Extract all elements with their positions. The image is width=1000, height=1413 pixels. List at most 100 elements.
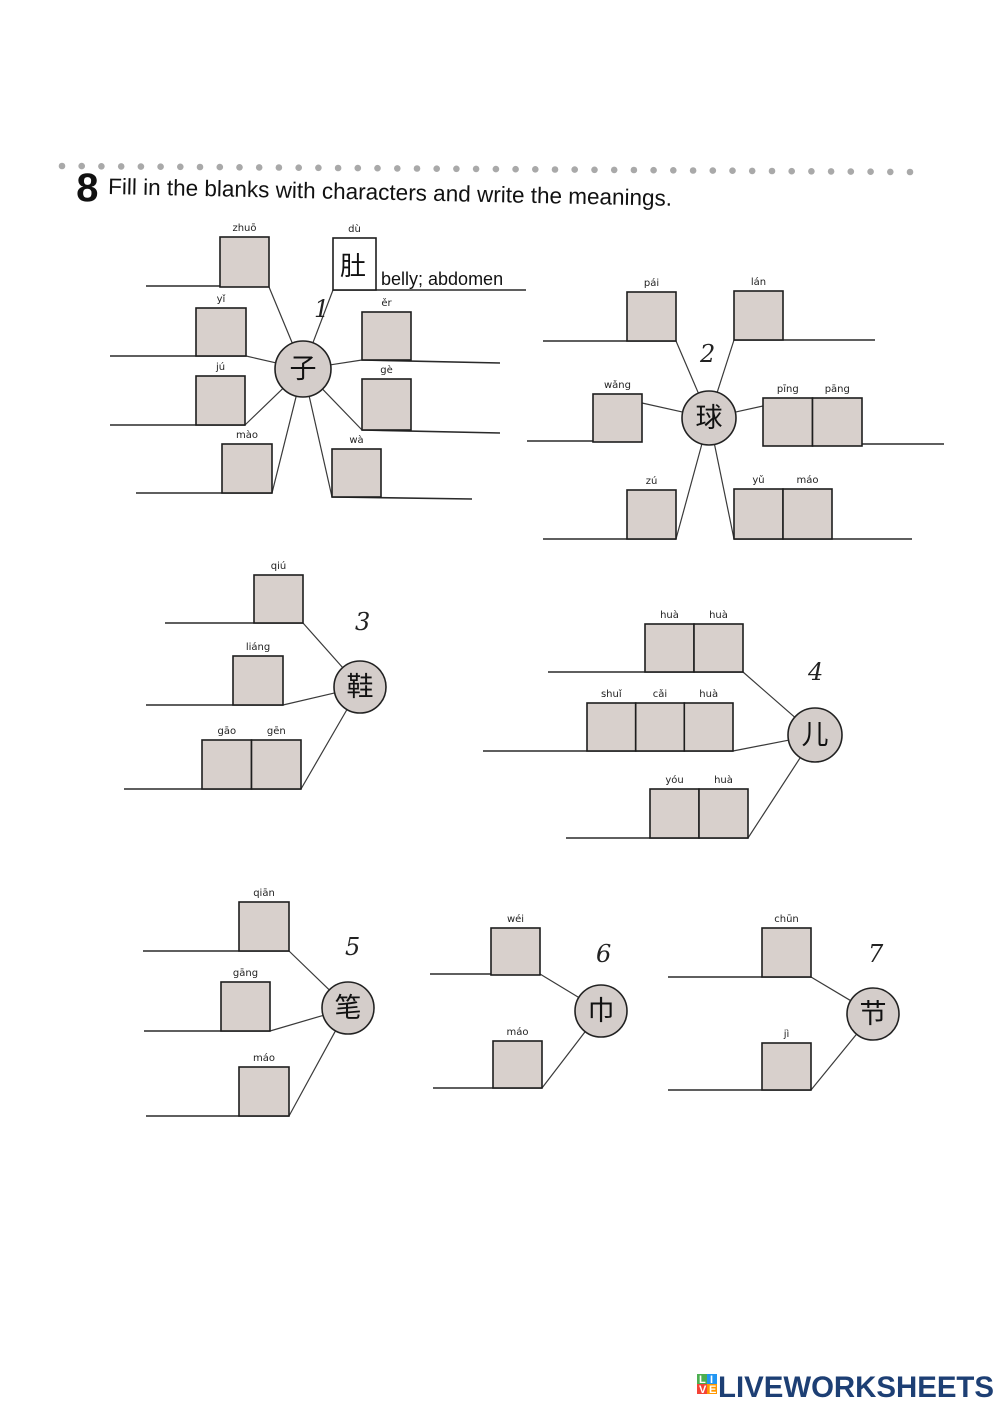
hub-character: 鞋 [347,672,374,703]
answer-slot[interactable]: ěr [361,297,412,361]
answer-slot[interactable]: gè [361,364,412,431]
hub-character: 儿 [802,720,829,751]
given-meaning: belly; abdomen [381,269,503,289]
answer-slot[interactable]: gāng [220,968,271,1032]
header-dot [275,164,283,171]
connector-line [675,340,699,394]
answer-slot[interactable]: wéi [490,913,541,976]
answer-slot[interactable]: qiú [253,560,304,624]
character-box[interactable] [762,397,814,447]
character-box[interactable] [195,307,247,357]
connector-line [245,355,276,364]
character-box[interactable] [586,702,637,752]
character-box[interactable] [238,1066,290,1117]
character-box[interactable] [693,623,744,673]
character-box[interactable] [626,489,677,540]
pinyin-label: yóu [665,774,683,786]
answer-slot[interactable]: lán [733,276,784,341]
hub-character: 子 [290,354,317,385]
exercise-number: 8 [76,166,99,210]
character-box[interactable] [250,739,302,790]
answer-slot[interactable]: jì [761,1028,812,1091]
pinyin-label: qiān [253,888,275,899]
header-dot [551,166,559,173]
connector-line [244,387,284,426]
character-box[interactable] [253,574,304,624]
header-dot [295,164,303,171]
character-box[interactable] [361,311,412,361]
character-box[interactable] [733,290,784,341]
answer-slot[interactable]: yǐ [195,293,247,357]
header-dot [768,167,776,175]
pinyin-label: lán [751,276,766,288]
answer-slot[interactable]: chūn [761,914,812,978]
character-box[interactable] [219,236,270,288]
answer-slot[interactable]: máo [492,1026,543,1089]
header-dot [177,163,184,171]
character-box[interactable] [221,443,273,494]
header-dot [157,163,164,170]
answer-slot[interactable]: liáng [232,641,284,706]
answer-slot[interactable]: wà [331,434,382,498]
character-box[interactable] [644,623,695,673]
cluster-number: 6 [596,940,611,968]
character-box[interactable] [649,788,700,839]
character-box[interactable] [195,375,246,426]
character-box[interactable] [683,702,734,752]
character-box[interactable] [232,655,284,706]
header-dot [906,168,914,176]
character-box[interactable] [811,397,863,447]
character-box[interactable] [761,927,812,978]
character-box[interactable] [492,1040,543,1089]
hub-node: 鞋3 [333,608,387,714]
header-dot [98,163,105,170]
cluster-number: 1 [314,295,329,323]
character-box[interactable] [634,702,686,752]
header-dot [472,165,480,173]
header-dot [512,165,519,173]
character-box[interactable] [201,739,253,790]
cluster-number: 2 [699,340,715,368]
connector-line [300,709,348,790]
answer-slot[interactable]: jú [195,361,246,426]
cluster-number: 5 [345,933,360,961]
character-box[interactable] [782,488,833,540]
character-box[interactable] [490,927,541,976]
answer-slot[interactable]: mào [221,429,273,494]
character-box[interactable] [361,378,412,431]
answer-slot[interactable]: zú [626,475,677,540]
character-box[interactable] [220,981,271,1032]
character-box[interactable] [626,291,677,342]
pinyin-label: yǔ [752,474,764,486]
given-character: 肚 [340,252,366,282]
character-box[interactable] [592,393,643,443]
answer-slot[interactable]: zhuō [219,223,270,288]
connector-line [541,1031,586,1089]
answer-slot[interactable]: wǎng [592,379,643,443]
hub-circle [846,987,900,1041]
hub-character: 节 [860,999,887,1030]
dotted-header-rule [58,162,914,176]
answer-slot[interactable]: máo [238,1052,290,1117]
connector-line [810,976,852,1002]
character-box[interactable] [238,901,290,952]
character-box[interactable] [331,448,382,498]
answer-slot[interactable]: qiān [238,888,290,952]
pinyin-label: wéi [507,913,524,925]
character-box[interactable] [761,1042,812,1091]
answer-slot: dù [332,223,377,291]
logo-letter-v: V [699,1384,707,1396]
character-box[interactable] [698,788,749,839]
character-box[interactable] [733,488,784,540]
header-dot [78,162,85,170]
header-dot [709,167,717,174]
answer-slot[interactable]: pái [626,277,677,342]
header-dot [571,166,578,173]
